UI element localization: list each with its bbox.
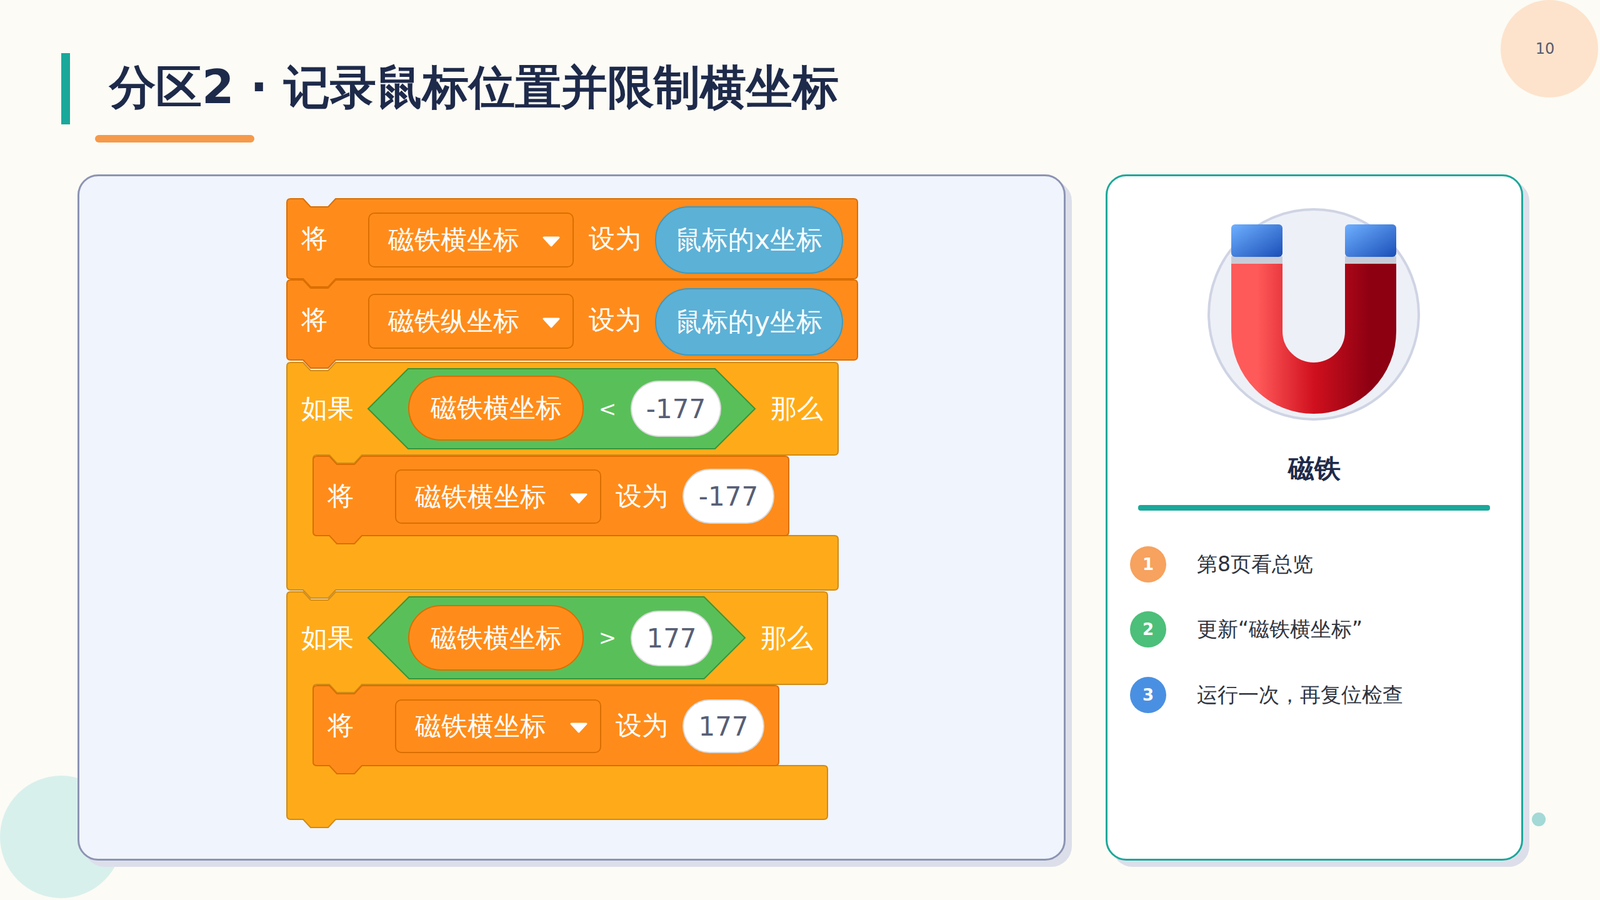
block-label: 如果 xyxy=(301,362,354,455)
if-block: 如果 那么 < 磁铁横坐标 -177 将 设为 磁铁横坐标 -177 xyxy=(286,362,839,590)
comparison-block: > 磁铁横坐标 177 xyxy=(368,596,745,679)
dropdown-arrow xyxy=(542,317,560,329)
dropdown-arrow-shape xyxy=(543,318,559,327)
title-underline xyxy=(95,135,255,143)
reporter-block: 磁铁横坐标 xyxy=(408,605,584,671)
reporter-label: 鼠标的x坐标 xyxy=(675,222,823,258)
step-number: 1第8页看总览 xyxy=(1130,546,1167,583)
step-number: 2更新“磁铁横坐标” xyxy=(1130,611,1167,648)
set-variable-block: 将 设为 磁铁横坐标 -177 xyxy=(313,456,789,536)
block-label: 那么 xyxy=(770,362,824,455)
number-input: 177 xyxy=(682,699,765,754)
block-label: 将 xyxy=(327,685,354,766)
step-number: 3运行一次，再复位检查 xyxy=(1130,676,1167,714)
reporter-label: 磁铁横坐标 xyxy=(430,620,562,656)
set-variable-block: 将 设为 磁铁横坐标 鼠标的x坐标 xyxy=(286,198,858,279)
number-input: 177 xyxy=(630,610,713,667)
block-shape xyxy=(286,280,858,369)
variable-dropdown: 磁铁横坐标 xyxy=(395,699,602,754)
reporter-label: 磁铁横坐标 xyxy=(430,390,562,426)
block-label: 设为 xyxy=(588,198,642,279)
page-number: 10 xyxy=(1535,40,1564,58)
step-number-text: 2 xyxy=(1142,620,1154,639)
block-label: 设为 xyxy=(615,456,669,536)
page-number-badge: 10 xyxy=(1500,0,1599,98)
number-input: -177 xyxy=(682,468,775,524)
block-shape xyxy=(368,368,755,449)
operator-symbol: > xyxy=(598,596,617,679)
number-value: 177 xyxy=(646,623,697,654)
sprite-name: 磁铁 xyxy=(1107,448,1522,489)
operator-symbol: < xyxy=(598,368,617,449)
step-text: 更新“磁铁横坐标” xyxy=(1196,611,1363,648)
number-value: 177 xyxy=(698,711,749,742)
variable-dropdown: 磁铁横坐标 xyxy=(368,212,574,268)
title-bar xyxy=(61,53,70,125)
block-shape xyxy=(286,591,828,828)
block-shape xyxy=(286,362,839,599)
dropdown-arrow xyxy=(570,493,588,505)
block-label: 设为 xyxy=(588,280,642,360)
block-label: 将 xyxy=(301,198,328,279)
dropdown-arrow-shape xyxy=(571,494,587,503)
block-label: 那么 xyxy=(760,591,814,685)
variable-dropdown: 磁铁纵坐标 xyxy=(368,293,574,349)
block-label: 将 xyxy=(327,456,354,536)
comparison-block: < 磁铁横坐标 -177 xyxy=(368,368,755,449)
dropdown-arrow xyxy=(542,236,560,248)
decor-dot xyxy=(1531,812,1546,827)
number-input: -177 xyxy=(630,380,722,437)
block-shape xyxy=(368,596,745,679)
block-shape xyxy=(286,198,858,287)
variable-name: 磁铁纵坐标 xyxy=(388,303,520,339)
slide-title: 分区2 · 记录鼠标位置并限制横坐标 xyxy=(109,57,839,117)
block-label: 将 xyxy=(301,280,328,360)
variable-name: 磁铁横坐标 xyxy=(415,479,547,515)
step-text: 运行一次，再复位检查 xyxy=(1196,676,1404,714)
dropdown-arrow xyxy=(570,722,588,734)
step-number-text: 3 xyxy=(1142,685,1154,705)
variable-name: 磁铁横坐标 xyxy=(388,222,520,258)
set-variable-block: 将 设为 磁铁横坐标 177 xyxy=(313,685,779,766)
if-block: 如果 那么 > 磁铁横坐标 177 将 设为 磁铁横坐标 177 xyxy=(286,591,828,820)
number-value: -177 xyxy=(698,481,759,512)
step-number-text: 1 xyxy=(1142,555,1154,574)
reporter-label: 鼠标的y坐标 xyxy=(675,304,823,340)
variable-dropdown: 磁铁横坐标 xyxy=(395,469,602,524)
block-shape xyxy=(313,456,789,544)
reporter-block: 磁铁横坐标 xyxy=(408,375,584,441)
reporter-block: 鼠标的y坐标 xyxy=(655,288,844,356)
reporter-block: 鼠标的x坐标 xyxy=(655,206,844,274)
block-label: 如果 xyxy=(301,591,354,685)
block-shape xyxy=(313,685,779,774)
dropdown-arrow-shape xyxy=(571,723,587,732)
block-label: 设为 xyxy=(615,685,669,766)
set-variable-block: 将 设为 磁铁纵坐标 鼠标的y坐标 xyxy=(286,280,858,360)
sprite-card: 磁铁1第8页看总览2更新“磁铁横坐标”3运行一次，再复位检查 xyxy=(1105,174,1524,861)
dropdown-arrow-shape xyxy=(543,237,559,246)
variable-name: 磁铁横坐标 xyxy=(415,708,547,744)
step-text: 第8页看总览 xyxy=(1196,546,1314,583)
number-value: -177 xyxy=(646,393,706,425)
